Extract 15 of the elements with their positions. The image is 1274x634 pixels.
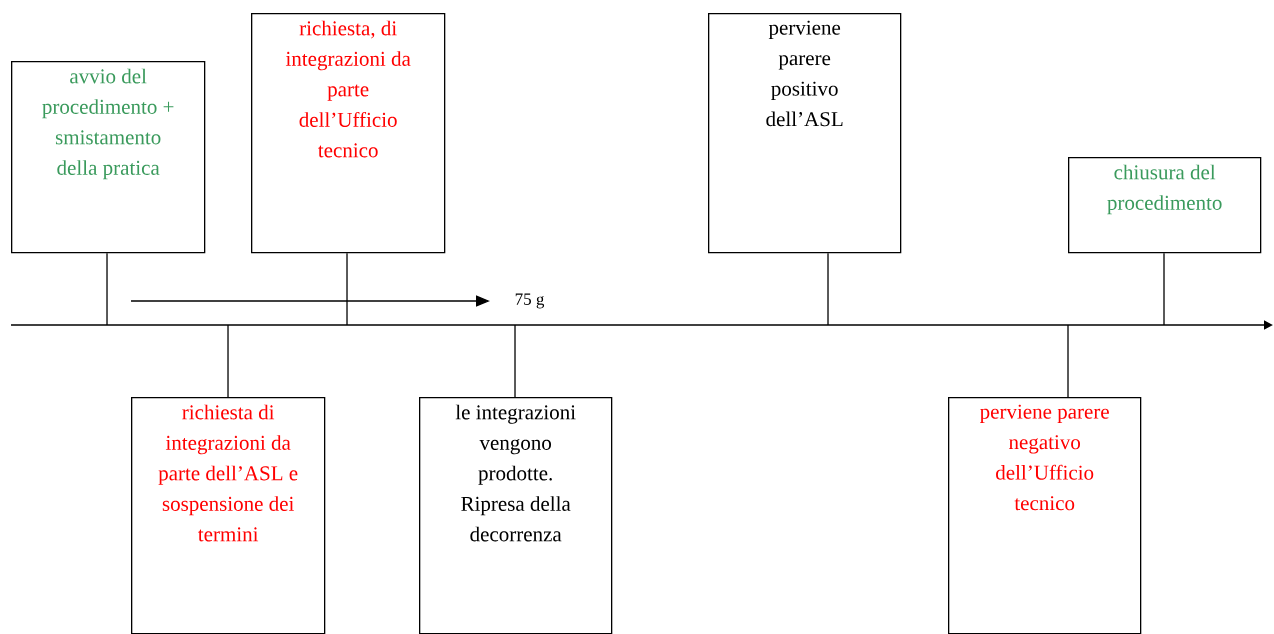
text-box: chiusura del procedimento: [1068, 157, 1262, 254]
leader-line: [346, 252, 348, 326]
text-box: richiesta, di integrazioni da parte dell’Ufficio tecnico: [251, 13, 446, 254]
text-box: richiesta di integrazioni da parte dell’ASL e sospensione dei termini: [131, 397, 326, 634]
text-box: avvio del procedimento + smistamento della pratica: [11, 61, 206, 254]
leader-line: [827, 252, 829, 326]
duration-label: 75 g: [515, 293, 545, 309]
text-box: le integrazioni vengono prodotte. Ripresa della decorrenza: [419, 397, 613, 634]
leader-line: [106, 252, 108, 326]
leader-line: [227, 324, 229, 398]
text-box: perviene parere negativo dell’Ufficio tecnico: [948, 397, 1142, 634]
leader-line: [1163, 252, 1165, 326]
leader-line: [1067, 324, 1069, 398]
leader-line: [514, 324, 516, 398]
text-box: perviene parere positivo dell’ASL: [708, 13, 902, 254]
